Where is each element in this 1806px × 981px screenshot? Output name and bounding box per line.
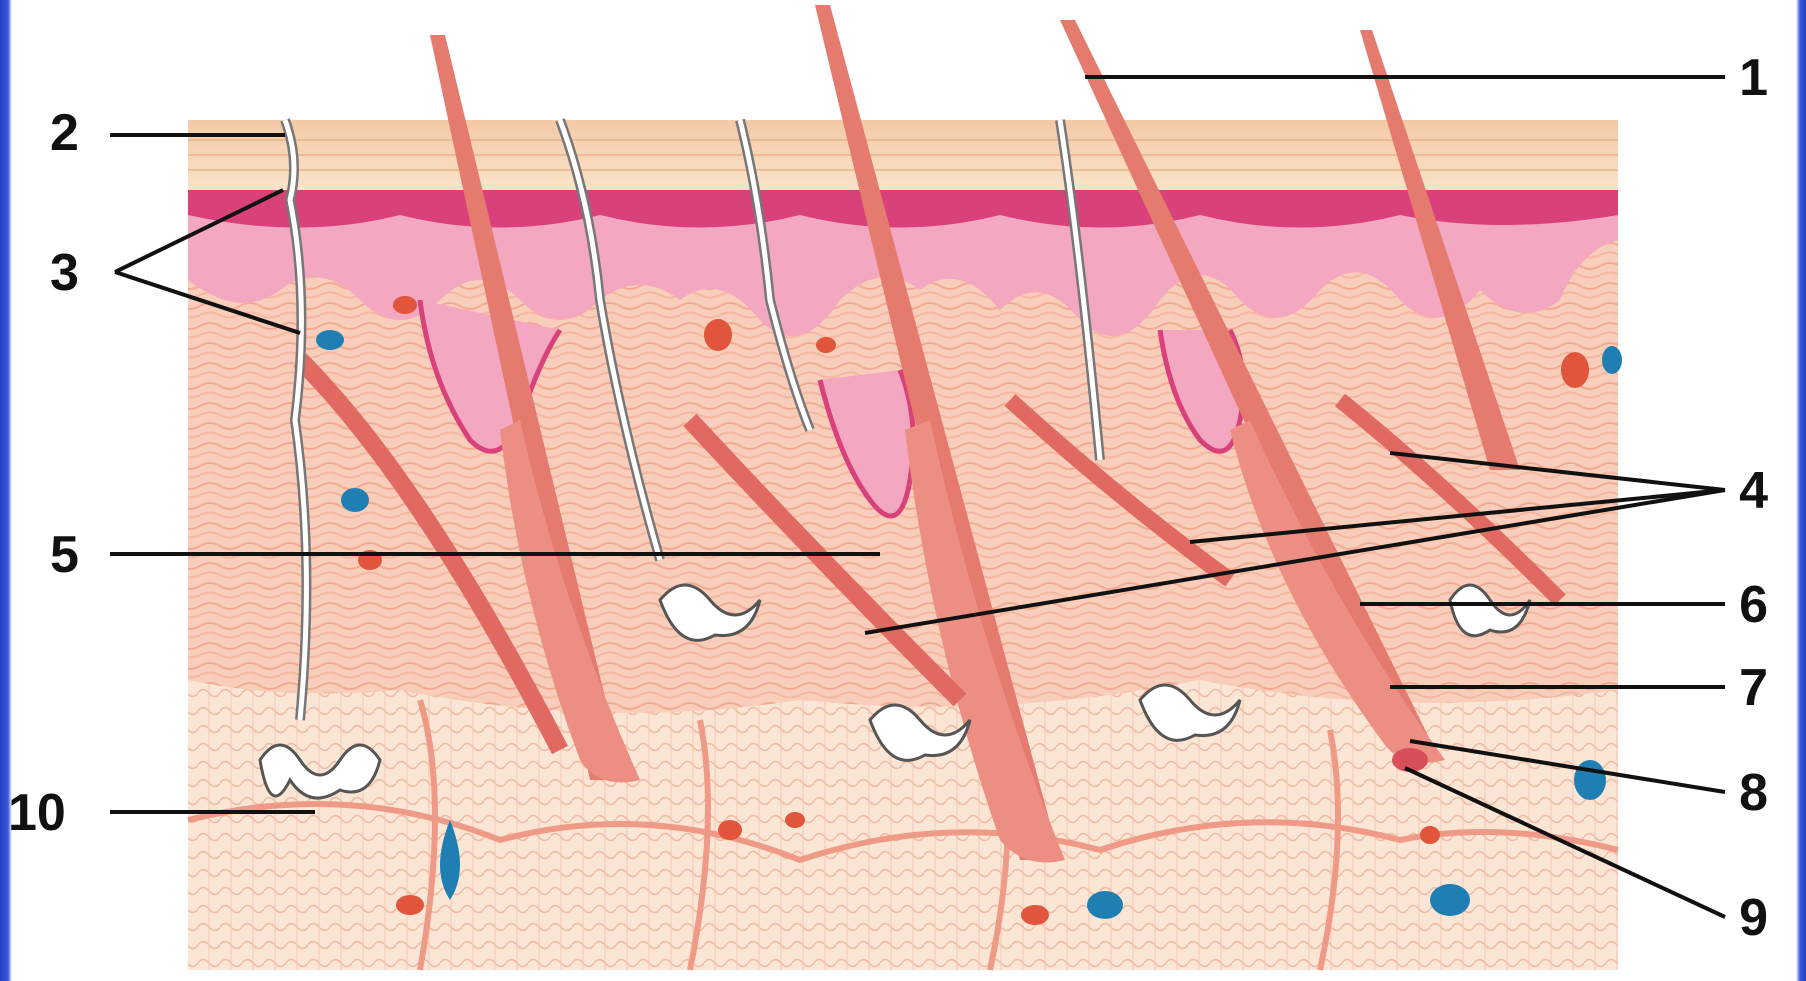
vein (316, 330, 344, 350)
artery (816, 337, 836, 353)
label-10: 10 (8, 784, 66, 842)
vein (1602, 346, 1622, 374)
label-5: 5 (50, 526, 79, 584)
vein (1087, 891, 1123, 919)
artery (396, 895, 424, 915)
artery (704, 319, 732, 351)
vein (341, 488, 369, 512)
label-6: 6 (1739, 576, 1768, 634)
artery (718, 820, 742, 840)
vein (1574, 760, 1606, 800)
label-3: 3 (50, 244, 79, 302)
artery (1420, 826, 1440, 844)
label-2: 2 (50, 104, 79, 162)
label-1: 1 (1739, 49, 1768, 107)
label-9: 9 (1739, 889, 1768, 947)
artery (1561, 352, 1589, 388)
artery (393, 296, 417, 314)
artery (1021, 905, 1049, 925)
label-4: 4 (1739, 462, 1768, 520)
label-7: 7 (1739, 659, 1768, 717)
vein (1430, 884, 1470, 916)
label-8: 8 (1739, 764, 1768, 822)
artery (785, 812, 805, 828)
